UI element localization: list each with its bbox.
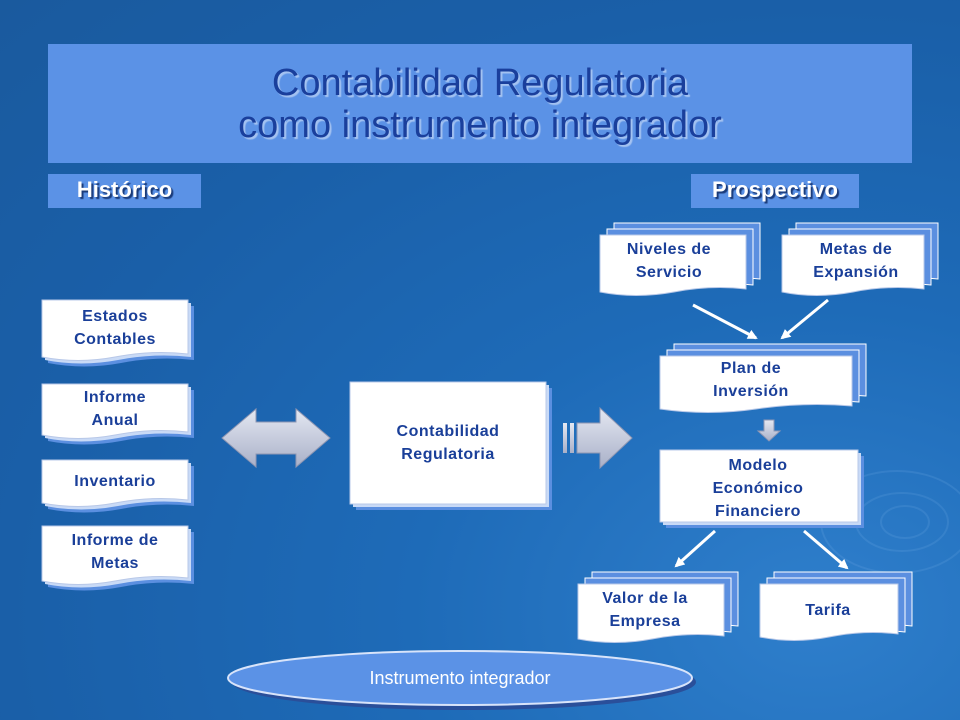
right-block-arrow-icon	[563, 406, 633, 470]
box-modelo-economico: Modelo Económico Financiero	[659, 449, 866, 530]
label-historico: Histórico	[48, 174, 201, 208]
doc-line: Servicio	[635, 264, 703, 281]
doc-line: Inversión	[713, 383, 789, 400]
instrumento-integrador-ellipse: Instrumento integrador	[224, 650, 696, 712]
doc-line: Expansión	[813, 264, 899, 281]
doc-line: Plan de	[720, 360, 782, 377]
doc-line: Regulatoria	[401, 446, 495, 463]
doc-line: Metas	[91, 555, 139, 572]
doc-line: Inventario	[74, 472, 156, 490]
doc-line: Contabilidad	[396, 423, 500, 440]
box-contabilidad-regulatoria: Contabilidad Regulatoria	[349, 381, 556, 514]
doc-line: Metas de	[819, 241, 893, 258]
doc-line: Empresa	[609, 613, 681, 630]
doc-line: Anual	[91, 412, 139, 429]
doc-niveles-servicio: Niveles de Servicio	[599, 222, 761, 299]
doc-informe-metas: Informe de Metas	[41, 525, 198, 596]
doc-line: Informe de	[71, 532, 159, 549]
doc-inventario: Inventario	[41, 459, 198, 516]
connector-modelo-valor	[674, 529, 717, 568]
connector-niveles-plan	[692, 303, 758, 340]
doc-line: Valor de la	[602, 590, 688, 607]
title-banner: Contabilidad Regulatoria como instrument…	[48, 44, 912, 163]
down-arrow-icon	[756, 419, 782, 442]
doc-line: Modelo	[728, 456, 788, 474]
connector-metas-plan	[780, 298, 829, 340]
label-prospectivo: Prospectivo	[691, 174, 859, 208]
doc-line: Niveles de	[626, 241, 712, 258]
instrumento-integrador-label: Instrumento integrador	[369, 667, 551, 688]
connector-modelo-tarifa	[803, 529, 849, 570]
title-line-1: Contabilidad Regulatoria	[271, 61, 689, 104]
doc-line: Contables	[74, 331, 156, 348]
doc-line: Económico	[712, 479, 804, 497]
doc-line: Financiero	[715, 502, 801, 520]
doc-informe-anual: Informe Anual	[41, 383, 198, 450]
doc-plan-inversion: Plan de Inversión	[659, 343, 868, 416]
doc-line: Estados	[82, 308, 148, 325]
doc-estados-contables: Estados Contables	[41, 299, 198, 372]
doc-valor-empresa: Valor de la Empresa	[577, 571, 739, 648]
doc-line: Tarifa	[805, 601, 851, 619]
doc-metas-expansion: Metas de Expansión	[781, 222, 939, 299]
doc-tarifa: Tarifa	[759, 571, 914, 644]
double-arrow-icon	[221, 407, 331, 469]
doc-line: Informe	[83, 389, 147, 406]
title-line-2: como instrumento integrador	[238, 103, 722, 146]
